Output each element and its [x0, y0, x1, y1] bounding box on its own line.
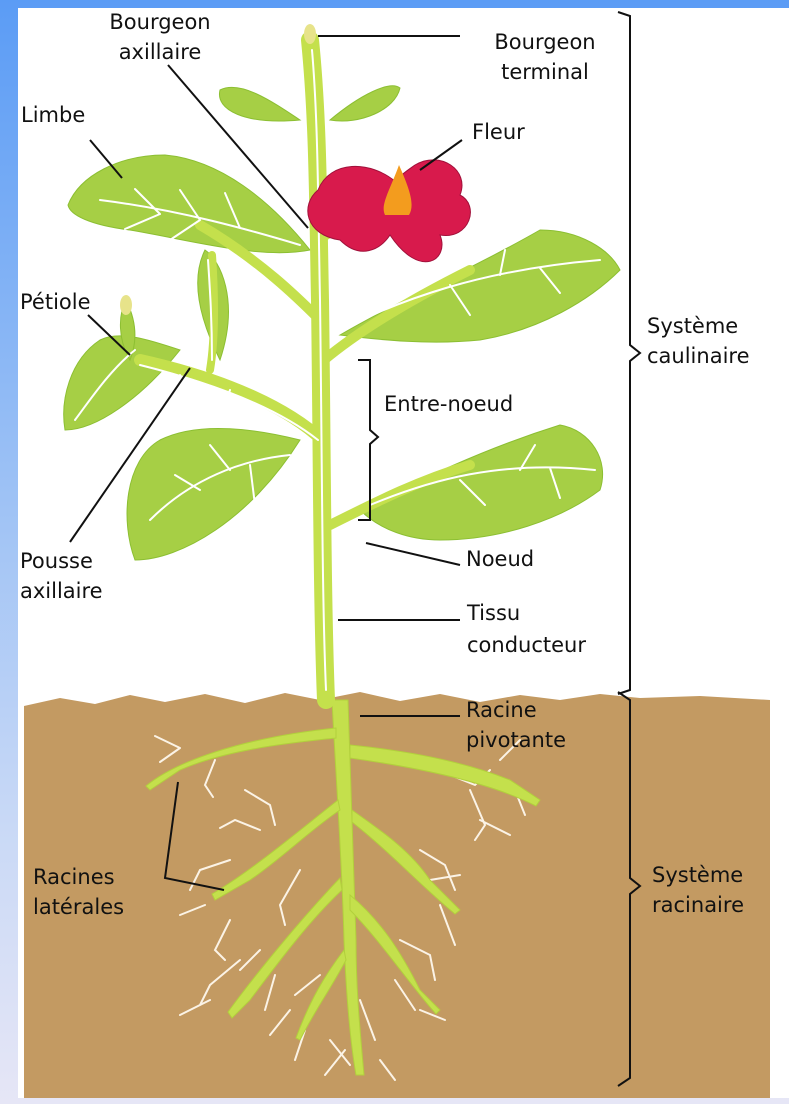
terminal-bud	[304, 24, 316, 44]
label-noeud: Noeud	[466, 547, 534, 571]
petiole-bud	[120, 295, 132, 315]
label-entre-noeud: Entre-noeud	[384, 392, 513, 416]
label-petiole: Pétiole	[20, 290, 91, 314]
label-limbe: Limbe	[21, 103, 85, 127]
label-fleur: Fleur	[472, 120, 525, 144]
